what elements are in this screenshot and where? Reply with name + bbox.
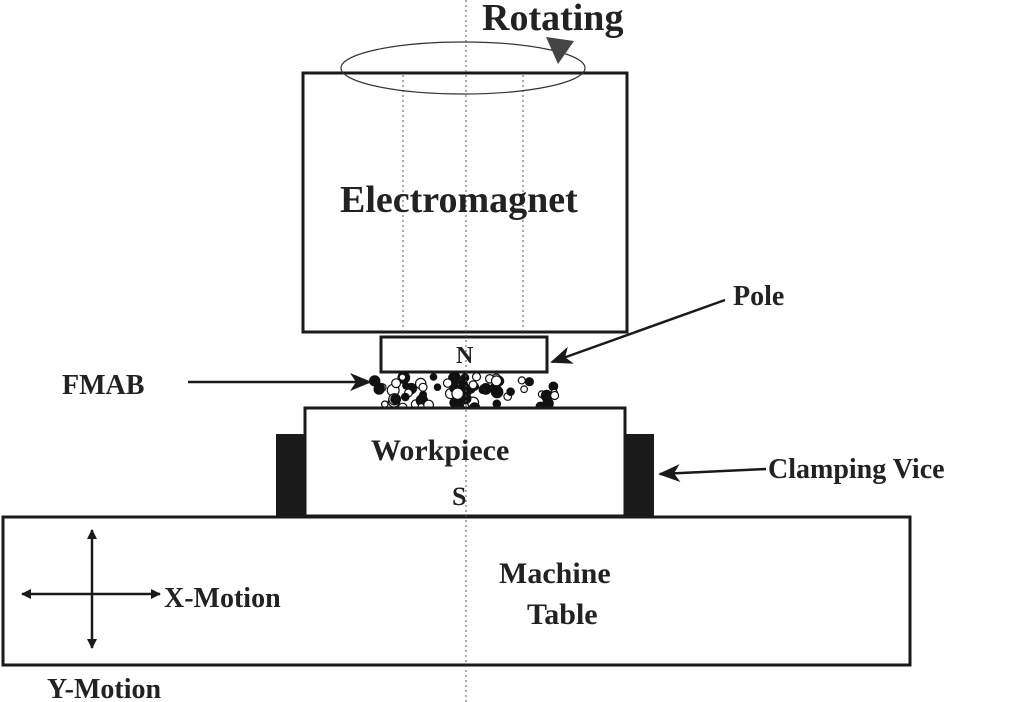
machine-table bbox=[1, 515, 912, 667]
abrasive-particle bbox=[398, 373, 407, 382]
pole-pointer-arrow bbox=[550, 298, 726, 364]
magnetic-particle bbox=[419, 390, 428, 399]
magnetic-particle bbox=[478, 386, 487, 395]
magnetic-particle bbox=[400, 392, 410, 402]
y-motion-label: Y-Motion bbox=[47, 674, 162, 702]
magnetic-particle bbox=[429, 373, 438, 381]
abrasive-particle bbox=[490, 375, 503, 387]
abrasive-particle bbox=[442, 378, 453, 388]
north-pole-label: N bbox=[456, 343, 474, 369]
magnetic-particle bbox=[524, 377, 535, 387]
machine-table-label-line1: Machine bbox=[499, 557, 611, 590]
abrasive-particle bbox=[471, 372, 482, 382]
abrasive-particle bbox=[380, 400, 389, 409]
magnetic-particle bbox=[390, 393, 402, 405]
magnetic-particle bbox=[458, 379, 468, 389]
south-pole-label: S bbox=[452, 482, 466, 511]
abrasive-particle bbox=[468, 380, 478, 390]
pole-label: Pole bbox=[733, 281, 784, 312]
workpiece-label: Workpiece bbox=[371, 434, 509, 467]
abrasive-particle bbox=[391, 378, 402, 389]
clamping-vice-label: Clamping Vice bbox=[768, 454, 945, 485]
abrasive-particle bbox=[418, 382, 428, 392]
vice-jaw-left bbox=[276, 434, 306, 517]
abrasive-particle bbox=[520, 385, 528, 394]
fmab-label: FMAB bbox=[62, 370, 144, 401]
electromagnet-label: Electromagnet bbox=[340, 179, 578, 221]
electromagnet-body bbox=[301, 71, 629, 334]
rotation-arrowhead bbox=[546, 37, 574, 64]
abrasive-particle bbox=[517, 376, 526, 385]
workpiece-block bbox=[303, 406, 627, 518]
magnetic-particle bbox=[492, 399, 502, 409]
vice-jaw-right bbox=[624, 434, 654, 517]
motion-cross-icon bbox=[21, 529, 161, 649]
vice-pointer-arrow bbox=[658, 464, 767, 483]
machine-table-label-line2: Table bbox=[527, 598, 598, 631]
magnetic-particle bbox=[433, 383, 442, 392]
pole-block bbox=[379, 335, 549, 374]
abrasive-particle bbox=[549, 390, 560, 401]
rotation-ellipse bbox=[340, 41, 586, 95]
magnetic-particle bbox=[374, 382, 385, 393]
x-motion-label: X-Motion bbox=[164, 583, 281, 614]
magnetic-particle bbox=[506, 387, 515, 397]
abrasive-particle bbox=[451, 387, 464, 400]
magnetic-particle bbox=[402, 382, 410, 390]
fmab-particles bbox=[369, 371, 560, 414]
rotating-label: Rotating bbox=[482, 0, 623, 39]
